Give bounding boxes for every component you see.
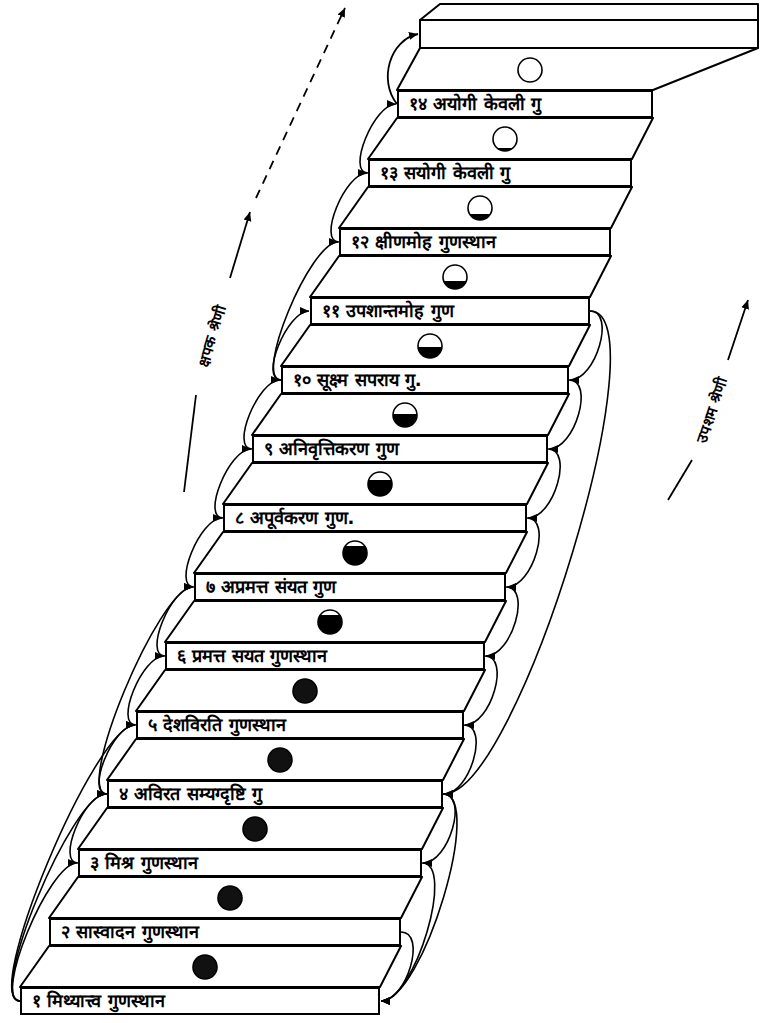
soul-ball — [418, 334, 442, 358]
step-tread — [368, 118, 653, 159]
step-label: ७ अप्रमत्त संयत गुण — [206, 578, 336, 596]
step-tread — [165, 601, 506, 642]
step-tread — [281, 325, 590, 366]
kshapak-line — [184, 395, 196, 492]
transition-arrow — [12, 794, 106, 1001]
step-tread — [20, 946, 401, 987]
soul-ball — [443, 265, 467, 289]
step-tread — [136, 670, 485, 711]
gunasthana-step: ६ प्रमत्त सयत गुणस्थान — [165, 642, 485, 670]
gunasthana-step: ३ मिश्र गुणस्थान — [78, 849, 422, 877]
step-label: ८ अपूर्वकरण गुण. — [235, 509, 354, 527]
step-label: २ सास्वादन गुणस्थान — [61, 923, 199, 941]
gunasthana-step: ११ उपशान्तमोह गुण — [310, 297, 590, 325]
top-landing — [420, 4, 758, 20]
step-tread — [252, 394, 569, 435]
step-label: १४ अयोगी केवली गु — [409, 95, 541, 113]
soul-ball — [368, 472, 392, 496]
gunasthana-step: १३ सयोगी केवली गु — [368, 159, 632, 187]
soul-ball — [518, 58, 542, 82]
soul-ball — [468, 196, 492, 220]
step-tread — [397, 48, 758, 90]
step-label: ११ उपशान्तमोह गुण — [322, 302, 454, 320]
soul-ball — [218, 886, 242, 910]
top-landing — [420, 20, 758, 48]
gunasthana-step: ७ अप्रमत्त संयत गुण — [194, 573, 506, 601]
step-tread — [194, 532, 527, 573]
gunasthana-step: ५ देशविरति गुणस्थान — [136, 711, 464, 739]
soul-ball — [393, 403, 417, 427]
gunasthana-step: ४ अविरत सम्यग्दृष्टि गु — [107, 780, 443, 808]
step-label: ५ देशविरति गुणस्थान — [148, 716, 286, 734]
gunasthana-step: ९ अनिवृत्तिकरण गुण — [252, 435, 548, 463]
soul-ball — [193, 955, 217, 979]
step-tread — [49, 877, 422, 918]
step-tread — [310, 256, 611, 297]
series-label: उपशम श्रेणी — [692, 372, 732, 447]
step-tread — [223, 463, 548, 504]
step-tread — [107, 739, 464, 780]
soul-ball — [243, 817, 267, 841]
soul-ball — [318, 610, 342, 634]
step-label: १२ क्षीणमोह गुणस्थान — [351, 233, 496, 251]
transition-arrow — [99, 587, 193, 794]
upasham-arrow — [728, 300, 748, 360]
soul-ball — [343, 541, 367, 565]
step-label: ६ प्रमत्त सयत गुणस्थान — [177, 647, 327, 665]
series-label: क्षपक श्रेणी — [193, 300, 230, 371]
kshapak-arrow — [230, 212, 250, 278]
step-label: ९ अनिवृत्तिकरण गुण — [264, 440, 399, 458]
soul-ball — [268, 748, 292, 772]
gunasthana-step: २ सास्वादन गुणस्थान — [49, 918, 401, 946]
gunasthana-step: ८ अपूर्वकरण गुण. — [223, 504, 527, 532]
gunasthana-step: १० सूक्ष्म सपराय गु. — [281, 366, 569, 394]
soul-ball — [493, 127, 517, 151]
gunasthana-step: १४ अयोगी केवली गु — [397, 90, 653, 118]
gunasthana-step: १ मिथ्यात्त्व गुणस्थान — [20, 987, 380, 1015]
step-label: १ मिथ्यात्त्व गुणस्थान — [32, 992, 165, 1010]
step-label: ४ अविरत सम्यग्दृष्टि गु — [119, 785, 262, 803]
upasham-line — [668, 460, 692, 500]
kshapak-dashed-arrow — [256, 8, 345, 198]
step-label: १३ सयोगी केवली गु — [380, 164, 510, 182]
step-tread — [339, 187, 632, 228]
step-tread — [78, 808, 443, 849]
gunasthana-step: १२ क्षीणमोह गुणस्थान — [339, 228, 611, 256]
transition-arrow — [381, 794, 457, 1001]
step-label: ३ मिश्र गुणस्थान — [90, 854, 198, 872]
soul-ball — [293, 679, 317, 703]
step-label: १० सूक्ष्म सपराय गु. — [293, 371, 422, 389]
